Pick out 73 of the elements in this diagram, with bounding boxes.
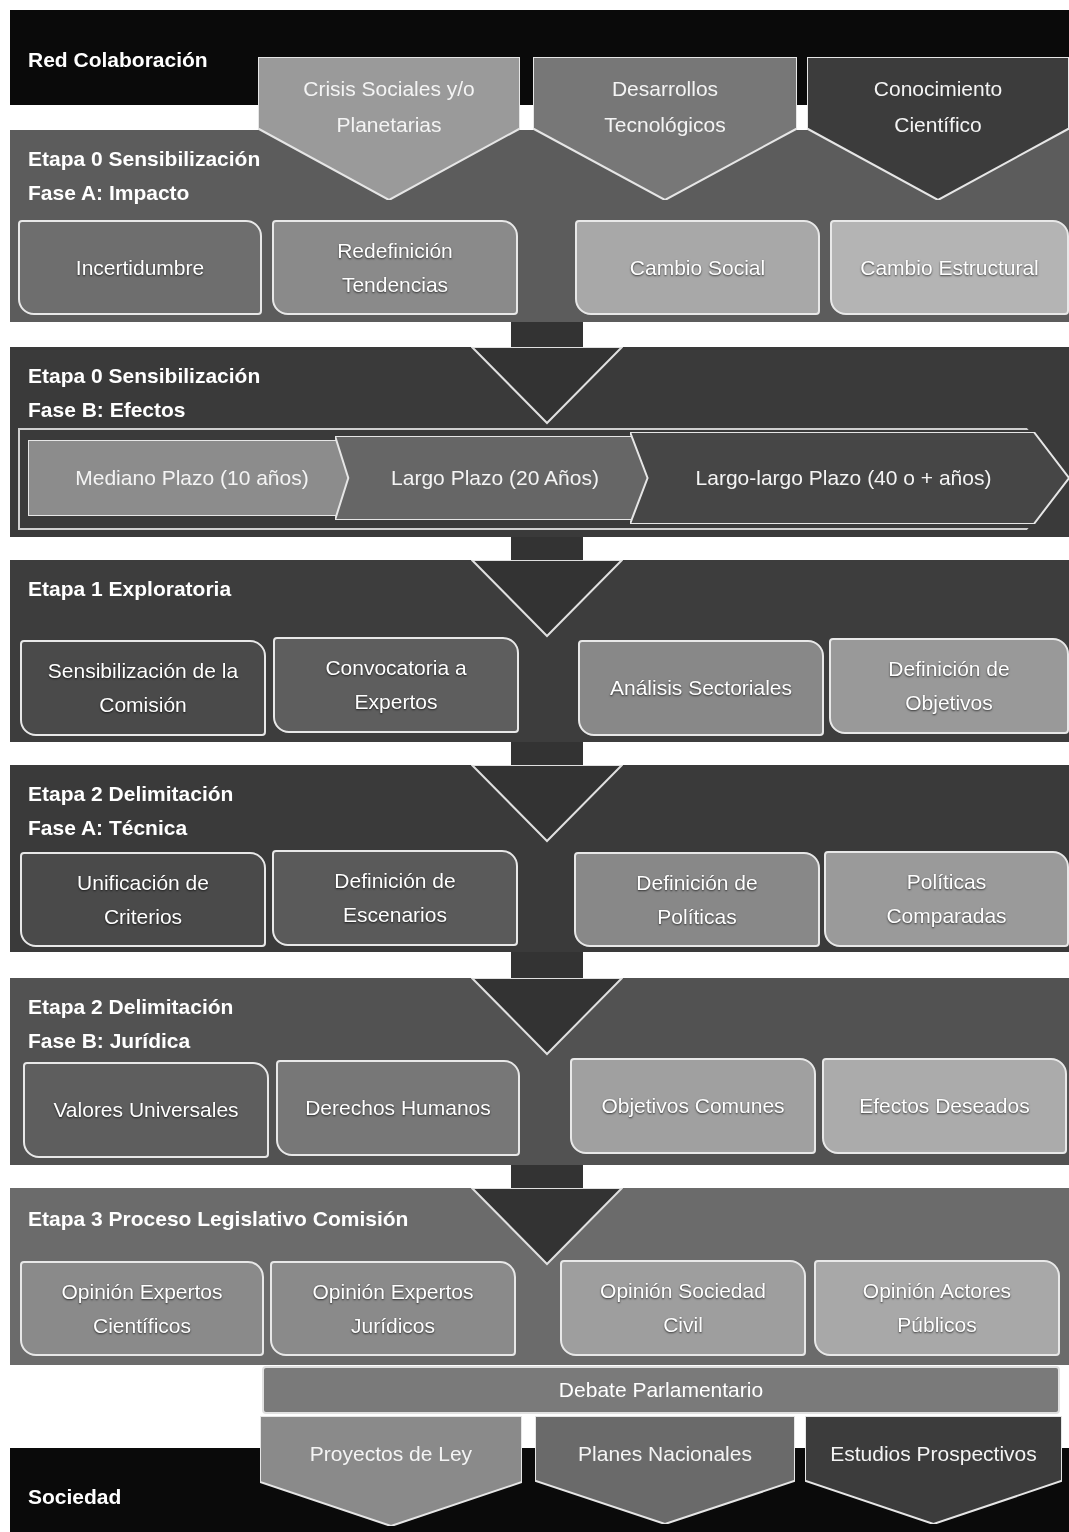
band-heading: Sociedad [28,1484,122,1510]
box-label: Objetivos Comunes [601,1093,785,1119]
stage-band [10,978,1069,1165]
process-box [570,1058,816,1154]
process-box [578,640,824,736]
pentagon-label: Planes Nacionales [578,1441,752,1467]
flow-arrow [471,1165,623,1265]
box-label: Redefinición Tendencias [336,237,454,298]
pentagon-label: Proyectos de Ley [309,1441,473,1467]
process-box [272,220,518,315]
box-label: Valores Universales [53,1097,239,1123]
process-box [20,1261,264,1356]
box-label: Cambio Social [629,254,766,281]
band-heading: Fase A: Técnica [28,815,189,841]
band-heading: Fase B: Efectos [28,397,187,423]
box-label: Definición de Escenarios [333,868,457,928]
box-label: Debate Parlamentario [558,1377,764,1403]
chevron-label: Largo Plazo (20 Años) [391,465,599,491]
band-heading: Etapa 2 Delimitación [28,781,234,807]
process-box [20,640,266,736]
band-heading: Fase A: Impacto [28,180,191,206]
stage-band [10,1188,1069,1365]
band-heading: Etapa 0 Sensibilización [28,363,261,389]
process-box [575,220,820,315]
process-box [272,850,518,946]
pentagon-label: Crisis Sociales y/o Planetarias [302,76,476,138]
process-box [18,220,262,315]
box-label: Opinión Expertos Jurídicos [311,1278,475,1339]
flow-arrow [471,742,623,842]
box-label: Sensibilización de la Comisión [46,658,240,718]
process-box [574,852,820,947]
pentagon-label: Desarrollos Tecnológicos [603,76,727,138]
stage-band [10,347,1069,537]
process-box [270,1261,516,1356]
pentagon-label: Conocimiento Científico [872,76,1004,138]
box-label: Definición de Políticas [635,869,759,930]
flow-arrow [471,952,623,1055]
band-heading: Etapa 3 Proceso Legislativo Comisión [28,1206,409,1232]
process-box [830,220,1069,315]
process-box [814,1260,1060,1356]
pentagon-label: Estudios Prospectivos [830,1441,1037,1467]
box-label: Convocatoria a Expertos [324,655,468,715]
process-box [20,852,266,947]
banner-bar [262,1366,1060,1414]
box-label: Análisis Sectoriales [609,675,793,701]
band-heading: Fase B: Jurídica [28,1028,192,1054]
box-label: Efectos Deseados [859,1093,1030,1119]
process-box [276,1060,520,1156]
box-label: Definición de Objetivos [887,656,1011,716]
box-label: Cambio Estructural [860,254,1039,281]
band-heading: Etapa 2 Delimitación [28,994,234,1020]
process-box [273,637,519,733]
chevron-label: Mediano Plazo (10 años) [75,465,309,491]
stage-band [10,560,1069,742]
chevron-label: Largo-largo Plazo (40 o + años) [695,465,992,491]
flow-arrow [471,537,623,637]
box-label: Incertidumbre [75,254,205,281]
process-box [23,1062,269,1158]
box-label: Opinión Expertos Científicos [60,1278,224,1339]
flow-arrow [471,322,623,424]
box-label: Derechos Humanos [305,1095,491,1121]
process-box [824,851,1069,947]
band-heading: Red Colaboración [28,47,208,73]
box-label: Opinión Sociedad Civil [599,1278,767,1338]
box-label: Unificación de Criterios [76,869,210,930]
box-label: Opinión Actores Públicos [861,1278,1013,1338]
process-box [822,1058,1067,1154]
band-heading: Etapa 0 Sensibilización [28,146,261,172]
process-box [560,1260,806,1356]
process-box [829,638,1069,734]
band-heading: Etapa 1 Exploratoria [28,576,232,602]
box-label: Políticas Comparadas [885,869,1008,929]
stage-band [10,765,1069,952]
